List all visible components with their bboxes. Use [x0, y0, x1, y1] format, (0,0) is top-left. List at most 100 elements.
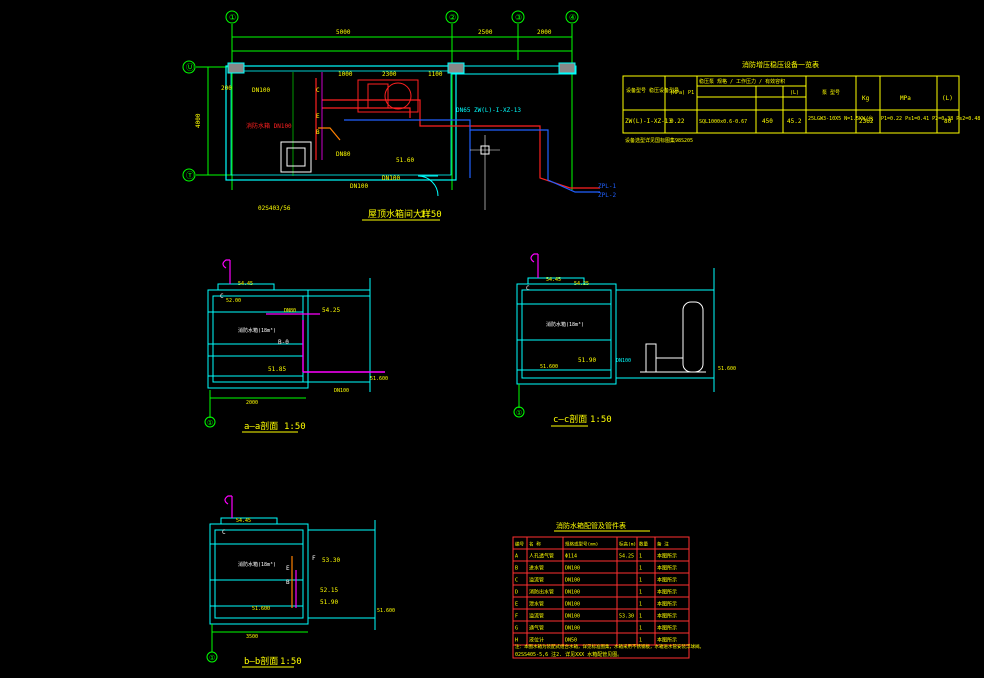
- pipe-table-cell: 1: [639, 566, 642, 572]
- pipe-table-cell: 1: [639, 590, 642, 596]
- equip-h4: 泵 型号: [822, 89, 840, 96]
- pipe-table-cell: 本图所示: [657, 577, 677, 584]
- axis-3-label: ③: [515, 13, 522, 22]
- aa-l1: 54.25: [322, 307, 340, 314]
- bb-l3: 51.90: [320, 599, 338, 606]
- bb-l10: C: [222, 529, 226, 536]
- plan-note1: 消防水箱 DN100: [246, 122, 292, 130]
- dim-2500: 2500: [478, 29, 493, 36]
- dim-200: 200: [221, 85, 232, 92]
- aa-l6: B-0: [278, 339, 289, 346]
- pipe-table-cell: DN50: [565, 638, 577, 644]
- plan-mark-b: B: [316, 129, 320, 136]
- cc-l4: 51.600: [540, 364, 558, 370]
- cc-scale: 1:50: [590, 415, 612, 425]
- pipe-table-cell: 消防出水管: [529, 589, 554, 596]
- plan-elev1: 51.60: [396, 157, 414, 164]
- pipe-table-cell: DN100: [565, 578, 580, 584]
- equip-h6: MPa: [900, 95, 911, 102]
- equip-r1: 0.22: [670, 118, 685, 125]
- pipe-table-header-cell: 编号: [515, 541, 524, 548]
- cc-l7: C: [526, 285, 530, 292]
- aa-l7: DN80: [284, 308, 296, 314]
- cc-l0: 54.45: [546, 277, 561, 283]
- bb-l4: 51.600: [252, 606, 270, 612]
- bb-l5: 51.600: [377, 608, 395, 614]
- bb-l7: 3500: [246, 634, 258, 640]
- bb-axis: ①: [209, 654, 215, 662]
- bb-l0: 54.45: [236, 518, 251, 524]
- pipe-table-cell: 本图所示: [657, 637, 677, 644]
- equip-h5: Kg: [862, 95, 870, 102]
- pipe-table-cell: 53.30: [619, 614, 634, 620]
- aa-l0: 54.45: [238, 281, 253, 287]
- pipe-table-cell: G: [515, 626, 518, 632]
- dim-1000: 1000: [338, 71, 353, 78]
- aa-title: a—a剖面: [244, 420, 278, 432]
- pipe-table-cell: 溢流管: [529, 613, 544, 620]
- pipe-table-header-cell: 标高(m): [619, 541, 636, 548]
- aa-l2: 52.00: [226, 298, 241, 304]
- pipe-table-cell: DN100: [565, 566, 580, 572]
- aa-l4: 51.600: [370, 376, 388, 382]
- axis-2-label: ②: [449, 13, 456, 22]
- equip-r4: 45.2: [787, 118, 802, 125]
- dim-2300: 2300: [382, 71, 397, 78]
- pipe-table-cell: 溢流管: [529, 577, 544, 584]
- pipe-table-title: 消防水箱配管及管件表: [556, 521, 626, 530]
- pipe-table-cell: DN100: [565, 602, 580, 608]
- equip-r7: P1=0.22 Ps1=0.41 P2=0.38 Ps2=0.48: [881, 116, 980, 122]
- cc-l5: DN100: [616, 358, 631, 364]
- pipe-table-cell: DN100: [565, 626, 580, 632]
- pipe-table-cell: 本图所示: [657, 613, 677, 620]
- plan-dn100-label: DN100: [252, 87, 270, 94]
- pipe-table-cell: 泄水管: [529, 601, 544, 608]
- section-aa: 54.45 54.25 52.00 51.85 51.600 DN100 B-0…: [204, 259, 388, 433]
- plan-mark-e: E: [316, 113, 320, 120]
- plan-title: 屋顶水箱间大样: [368, 208, 431, 220]
- plan-blue1: ZPL-1: [598, 183, 616, 190]
- equip-h1: (MPa) P1: [670, 90, 694, 96]
- pipe-table-cell: Φ114: [565, 554, 577, 560]
- aa-l9: 2000: [246, 400, 258, 406]
- aa-l8: 消防水箱(18m³): [238, 327, 276, 334]
- aa-axis: ①: [207, 419, 213, 427]
- pipe-table-note: 注：本图水箱为装配式组合水箱，详见标准图集，水箱采用不锈钢板，水箱进水管安装浮球…: [515, 643, 704, 650]
- pipe-table-cell: 1: [639, 626, 642, 632]
- pipe-table-cell: D: [515, 590, 518, 596]
- pipe-table-cell: 1: [639, 602, 642, 608]
- plan-elev2: DN100: [382, 175, 400, 182]
- aa-l5: DN100: [334, 388, 349, 394]
- pipe-table-cell: B: [515, 566, 518, 572]
- plan-blue2: ZPL-2: [598, 192, 616, 199]
- pipe-table-note2: 02SS405-5,6 注2. 详见XXX 水箱配管见图。: [515, 651, 622, 658]
- pipe-table-cell: 本图所示: [657, 565, 677, 572]
- cc-l6: 51.600: [718, 366, 736, 372]
- pipe-table-cell: 1: [639, 638, 642, 644]
- pipe-table-cell: F: [515, 614, 518, 620]
- pipe-table-cell: 1: [639, 578, 642, 584]
- equip-h2: 稳压泵 规格 / 工作压力 / 有效容积: [699, 78, 785, 85]
- equip-h7: (L): [942, 95, 953, 102]
- bb-l11: E: [286, 565, 290, 572]
- row-T-label: Ⓣ: [186, 171, 194, 180]
- pipe-table-cell: 1: [639, 554, 642, 560]
- dim-1100: 1100: [428, 71, 443, 78]
- equipment-table: 消防增压稳压设备一览表 设备型号 稳压设备型号 (MPa) P1 稳压泵 规格 …: [622, 60, 980, 144]
- pipe-table-cell: 54.25: [619, 554, 634, 560]
- pipe-table-header-cell: 名 称: [529, 541, 541, 548]
- pipe-table-cell: 本图所示: [657, 589, 677, 596]
- plan-view: 1000 2300 1100 200 DN100 消防水箱 DN100: [221, 62, 616, 221]
- pipe-table-cell: C: [515, 578, 518, 584]
- equip-h3: (L): [790, 90, 799, 96]
- bb-l2: 52.15: [320, 587, 338, 594]
- aa-l3: 51.85: [268, 366, 286, 373]
- bb-l9: B: [286, 579, 290, 586]
- equip-r5: 25LGW3-10X5 N=1.5KW/台: [808, 115, 873, 122]
- pipe-table-cell: 本图所示: [657, 625, 677, 632]
- pipe-table-cell: 液位计: [529, 637, 544, 644]
- pipe-table-cell: 通气管: [529, 625, 544, 632]
- dim-5000: 5000: [336, 29, 351, 36]
